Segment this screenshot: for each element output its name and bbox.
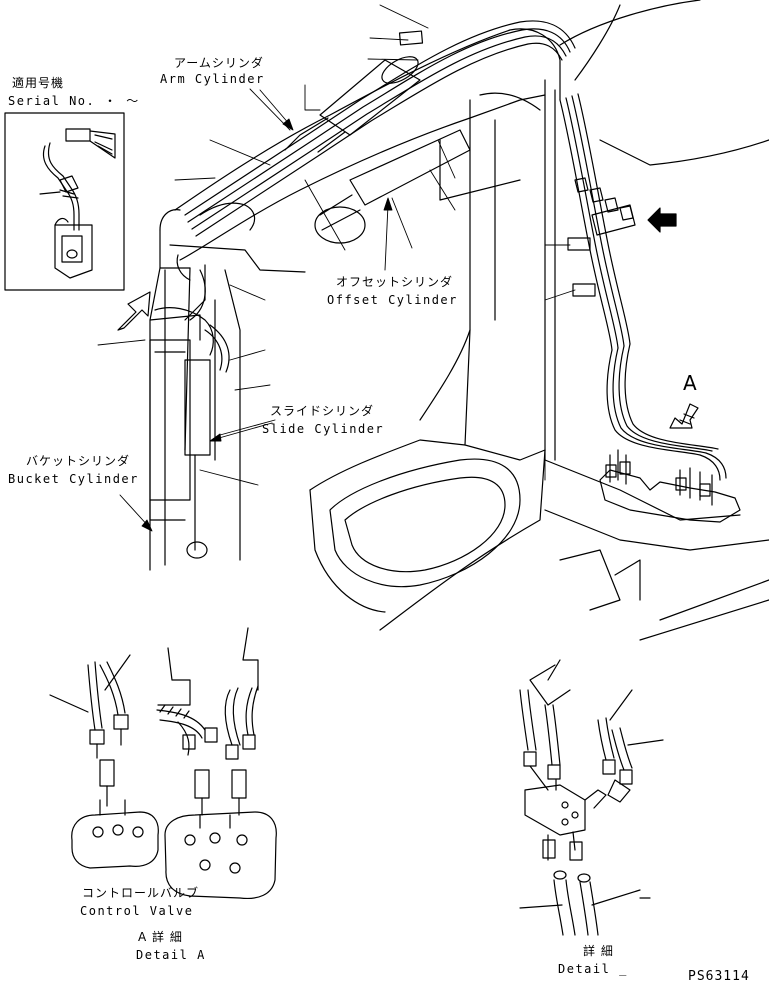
- arm-cylinder-en: Arm Cylinder: [160, 72, 265, 86]
- offset-cylinder-en: Offset Cylinder: [327, 293, 458, 307]
- right-pipes: [560, 0, 769, 480]
- detail-a-jp: A 詳 細: [138, 930, 183, 944]
- serial-range: ・ ～: [103, 94, 140, 108]
- serial-label-text: Serial No.: [8, 94, 96, 108]
- detail-jp: 詳 細: [583, 944, 614, 958]
- arm-cylinder-jp: アームシリンダ: [174, 56, 264, 70]
- detail-drawing: [520, 660, 663, 935]
- serial-inset-box: [5, 113, 124, 290]
- view-marker-a: A: [683, 371, 698, 395]
- detail-a-en: Detail A: [136, 948, 206, 962]
- slide-cylinder-en: Slide Cylinder: [262, 422, 385, 436]
- inset-arrow: [118, 292, 150, 330]
- offset-cylinder-jp: オフセットシリンダ: [336, 275, 454, 289]
- detail-a-drawing: [50, 628, 276, 898]
- serial-label-en: Serial No. ・ ～: [8, 94, 140, 108]
- detail-en: Detail _: [558, 962, 628, 976]
- serial-title-jp: 適用号機: [12, 76, 65, 90]
- boom: [160, 21, 595, 460]
- bucket-cylinder-jp: バケットシリンダ: [26, 454, 131, 468]
- control-valve-jp: コントロールバルブ: [82, 886, 200, 900]
- leader-lines: [98, 5, 575, 531]
- bucket-cylinder-en: Bucket Cylinder: [8, 472, 139, 486]
- control-valve-en: Control Valve: [80, 904, 194, 918]
- slide-cylinder-jp: スライドシリンダ: [270, 404, 375, 418]
- drawing-code: PS63114: [688, 969, 750, 984]
- arm-assembly: [150, 203, 255, 570]
- base-structure: [310, 330, 769, 640]
